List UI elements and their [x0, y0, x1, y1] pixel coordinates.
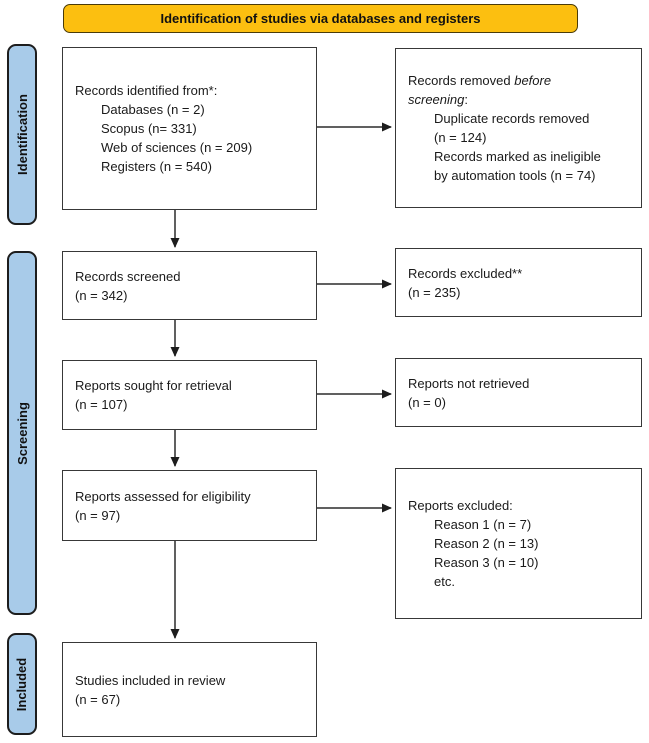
box-records-excluded: Records excluded** (n = 235): [395, 248, 642, 317]
text-segment-italic: screening: [408, 92, 465, 107]
box-text-line: Duplicate records removed: [434, 111, 590, 126]
box-text-line: (n = 124): [434, 130, 487, 145]
box-text-line: Records screened: [75, 268, 181, 284]
box-records-removed-before-screening: Records removed before screening: Duplic…: [395, 48, 642, 208]
stage-text: Identification: [14, 94, 30, 175]
box-title: Records removed before: [408, 71, 633, 90]
box-text-line: Web of sciences (n = 209): [101, 140, 253, 155]
stage-label-included: Included: [7, 633, 37, 735]
text-segment: :: [464, 92, 468, 107]
box-count-line: (n = 235): [408, 284, 461, 300]
stage-text: Screening: [14, 401, 30, 465]
stage-label-identification: Identification: [7, 44, 37, 225]
stage-text: Included: [14, 657, 30, 711]
stage-label-screening: Screening: [7, 251, 37, 615]
box-count-line: (n = 67): [75, 691, 121, 707]
text-segment-italic: before: [514, 73, 552, 88]
box-reports-sought: Reports sought for retrieval (n = 107): [62, 360, 317, 430]
banner-identification-via-databases: Identification of studies via databases …: [63, 4, 578, 33]
banner-label: Identification of studies via databases …: [160, 11, 481, 26]
box-text-line: Studies included in review: [75, 672, 226, 688]
box-text-line: Records excluded**: [408, 265, 523, 281]
box-count-line: (n = 342): [75, 287, 128, 303]
box-text-line: etc.: [434, 574, 455, 589]
text-segment: Records removed: [408, 73, 515, 88]
box-reports-assessed: Reports assessed for eligibility (n = 97…: [62, 470, 317, 541]
box-text-line: Reason 2 (n = 13): [434, 536, 539, 551]
box-count-line: (n = 97): [75, 507, 121, 523]
box-count-line: (n = 0): [408, 394, 446, 410]
box-text-line: Registers (n = 540): [101, 159, 212, 174]
box-text-line: Databases (n = 2): [101, 102, 205, 117]
box-records-screened: Records screened (n = 342): [62, 251, 317, 320]
box-text-line: by automation tools (n = 74): [434, 168, 596, 183]
box-reports-not-retrieved: Reports not retrieved (n = 0): [395, 358, 642, 427]
box-text-line: Records marked as ineligible: [434, 149, 601, 164]
box-text-line: Reason 3 (n = 10): [434, 555, 539, 570]
box-reports-excluded: Reports excluded: Reason 1 (n = 7) Reaso…: [395, 468, 642, 619]
box-title: Records identified from*:: [75, 83, 218, 98]
box-text-line: Reports assessed for eligibility: [75, 488, 251, 504]
box-text-line: Reports not retrieved: [408, 375, 530, 391]
box-count-line: (n = 107): [75, 397, 128, 412]
box-title: screening:: [408, 90, 633, 109]
box-text-line: Reason 1 (n = 7): [434, 517, 532, 532]
box-studies-included: Studies included in review (n = 67): [62, 642, 317, 737]
box-records-identified: Records identified from*: Databases (n =…: [62, 47, 317, 210]
box-text-line: Scopus (n= 331): [101, 121, 197, 136]
box-text-line: Reports sought for retrieval: [75, 378, 232, 393]
box-title: Reports excluded:: [408, 498, 513, 513]
